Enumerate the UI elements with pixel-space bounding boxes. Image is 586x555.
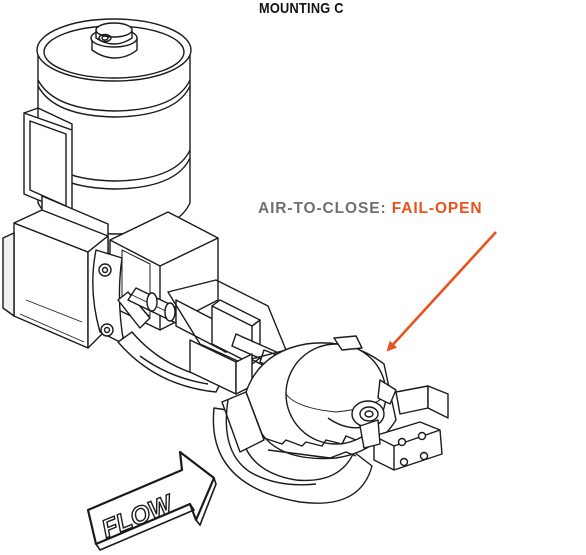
flow-arrow-sign: FLOW bbox=[86, 450, 217, 551]
end-flange bbox=[359, 385, 449, 471]
yoke-bracket bbox=[2, 195, 109, 349]
callout-prefix: AIR-TO-CLOSE: bbox=[258, 200, 392, 217]
stem-shaft bbox=[127, 287, 301, 379]
callout-arrow bbox=[386, 231, 497, 352]
callout-fail-open: FAIL-OPEN bbox=[391, 200, 483, 217]
mounting-title: MOUNTING C bbox=[259, 0, 344, 17]
actuation-callout: AIR-TO-CLOSE: FAIL-OPEN bbox=[258, 200, 483, 218]
bracket-arm bbox=[117, 291, 223, 393]
mounting-flange bbox=[92, 249, 125, 345]
actuator-housing bbox=[36, 18, 192, 235]
